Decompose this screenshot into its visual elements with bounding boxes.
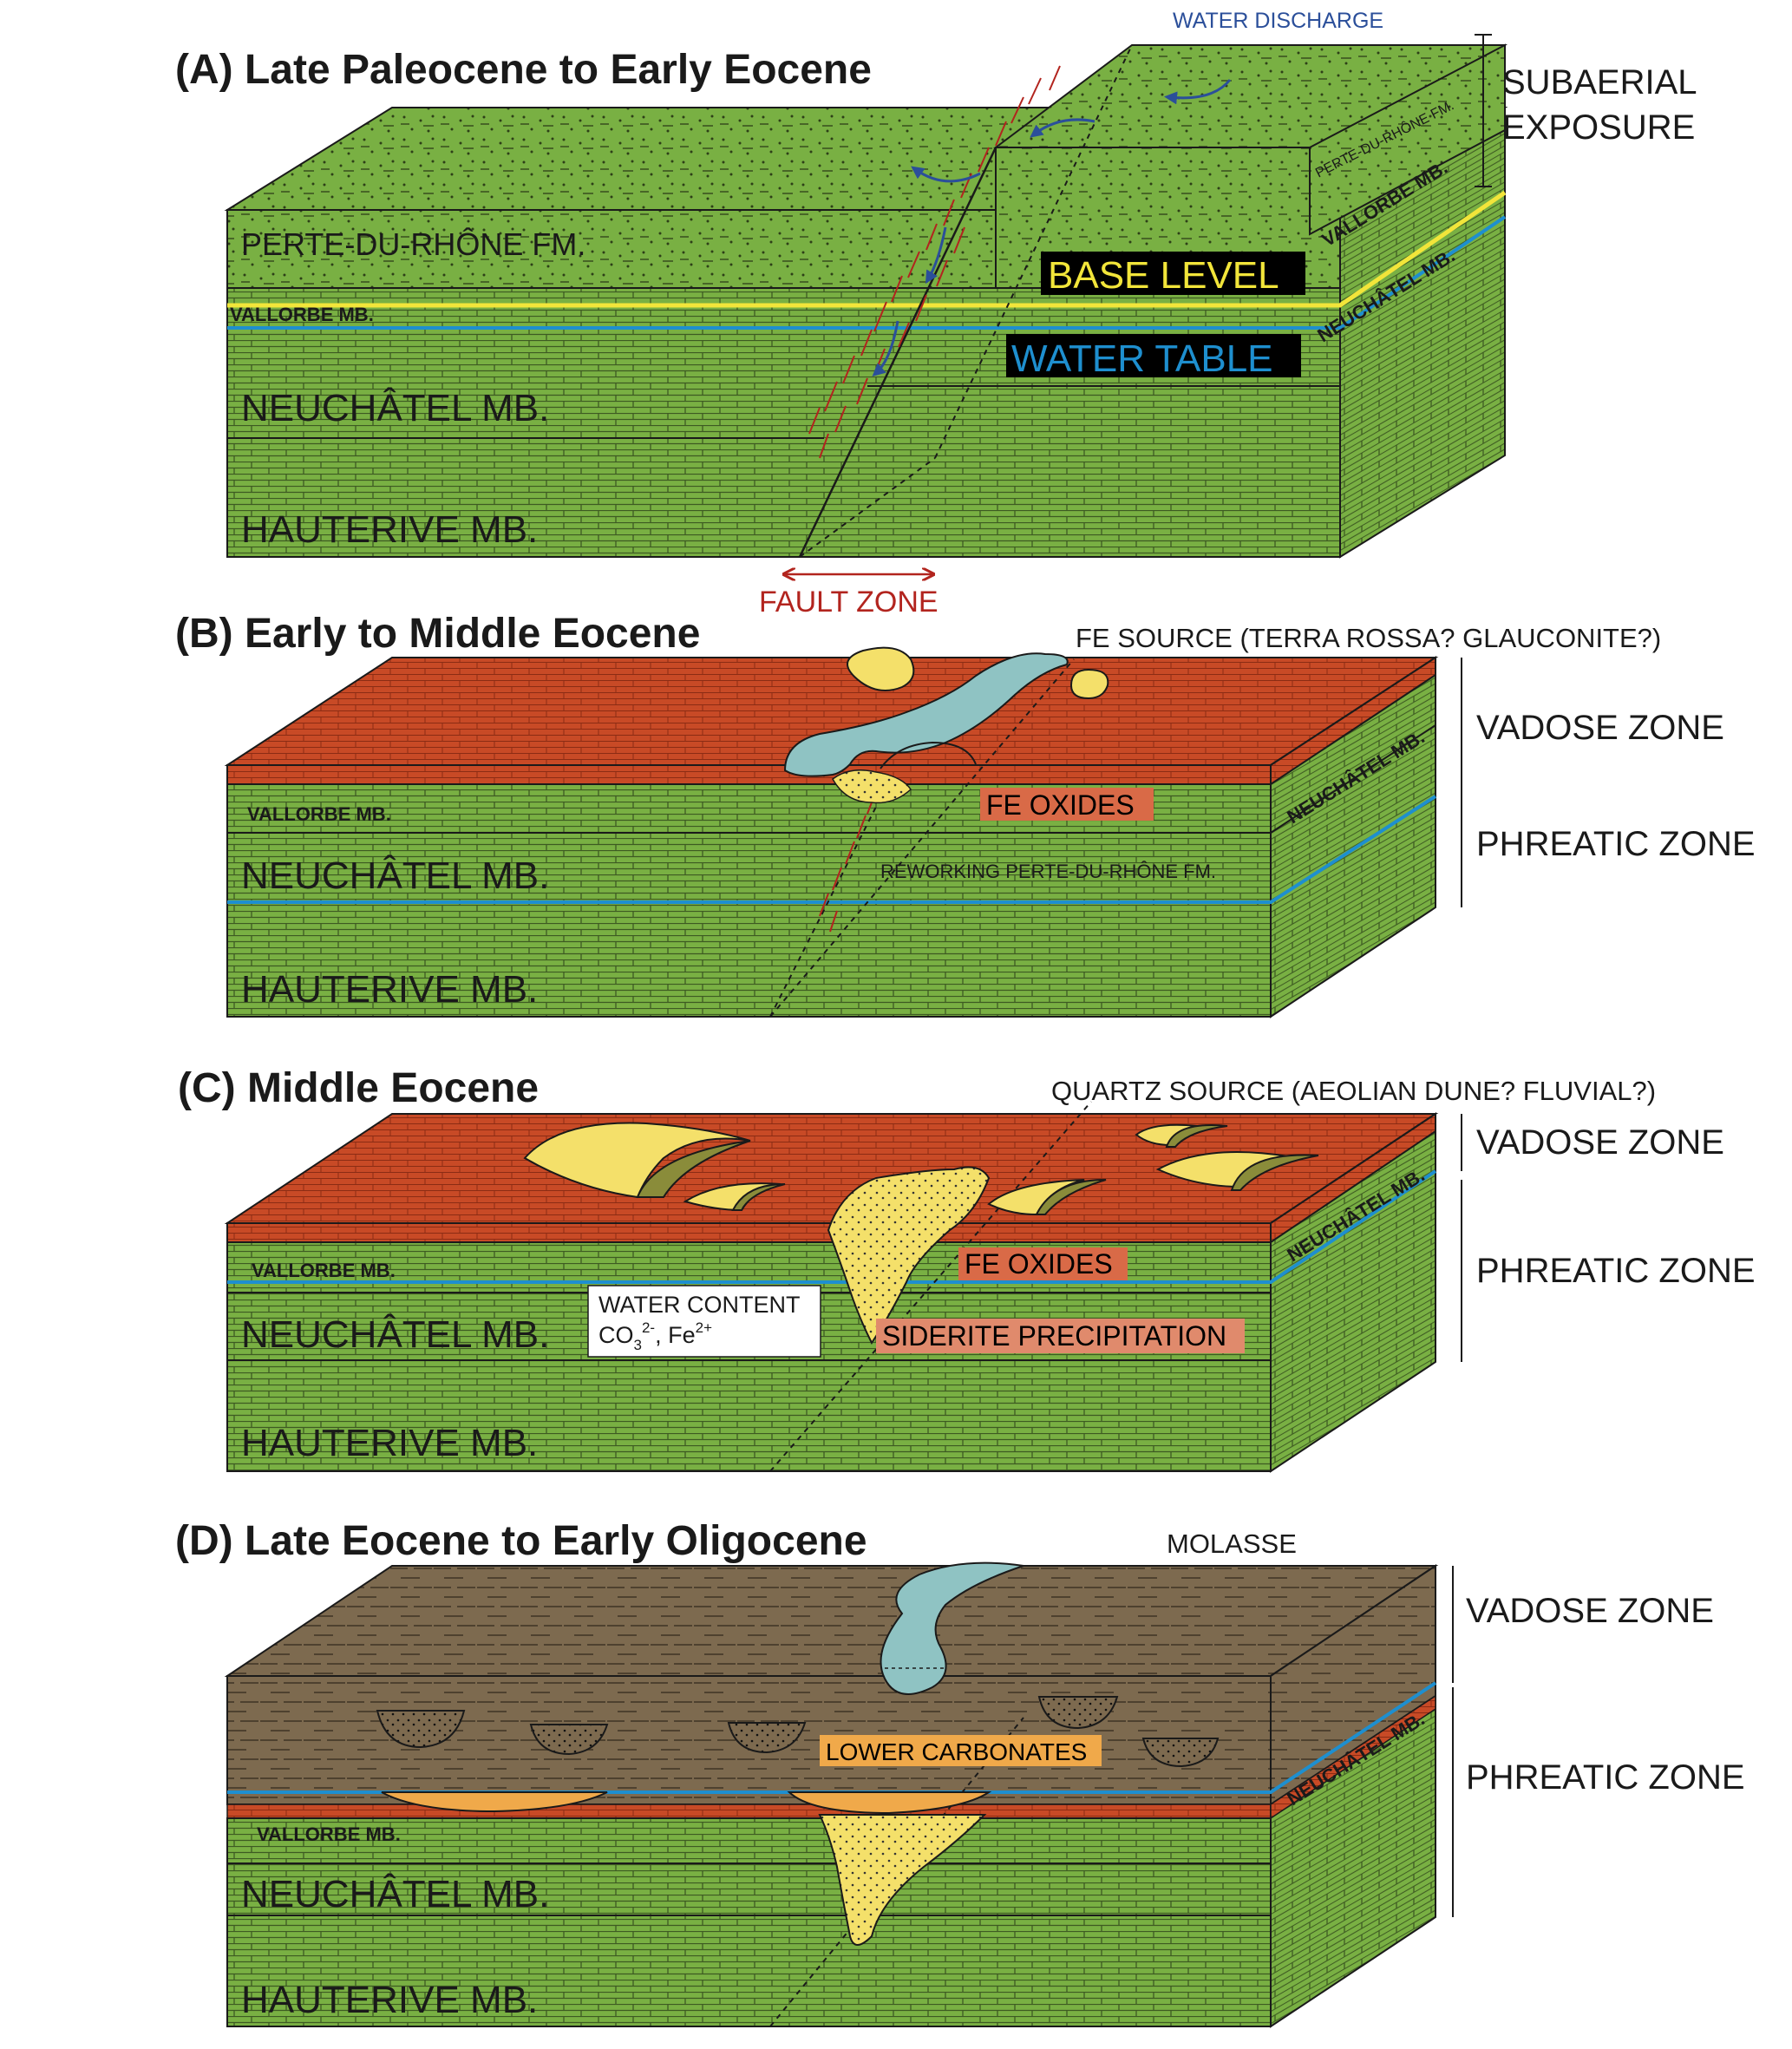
water-discharge-label: WATER DISCHARGE — [1173, 9, 1383, 33]
panel-a-title: (A) Late Paleocene to Early Eocene — [175, 47, 872, 93]
quartz-sand-body — [827, 1166, 991, 1345]
quartz-source-label: QUARTZ SOURCE (AEOLIAN DUNE? FLUVIAL?) — [1051, 1076, 1656, 1106]
fracture-lines-b — [819, 790, 877, 933]
water-table-line-c — [227, 1169, 1437, 1284]
vallorbe-label-c: VALLORBE MB. — [252, 1260, 396, 1281]
vallorbe-label-d: VALLORBE MB. — [257, 1823, 401, 1845]
vallorbe-label-b: VALLORBE MB. — [247, 803, 391, 825]
channel-d — [880, 1561, 1024, 1695]
carbonate-lenses — [376, 1696, 1220, 1815]
vallorbe-label-a: VALLORBE MB. — [230, 304, 374, 325]
fault-plane — [798, 147, 997, 558]
neuchatel-label-a: NEUCHÂTEL MB. — [241, 387, 549, 429]
panel-d-title: (D) Late Eocene to Early Oligocene — [175, 1518, 867, 1564]
perte-du-rhone-label: PERTE-DU-RHÔNE FM. — [241, 226, 585, 262]
fracture-lines-icon — [808, 65, 1061, 459]
water-table-line-b — [227, 795, 1437, 904]
exposure-label: EXPOSURE — [1502, 108, 1695, 147]
quartz-sand-body-d — [818, 1814, 987, 1946]
fe-oxides-label-c: FE OXIDES — [965, 1248, 1113, 1280]
panel-c-title: (C) Middle Eocene — [178, 1065, 539, 1111]
dunes — [523, 1122, 1319, 1216]
lower-carbonates-label: LOWER CARBONATES — [826, 1738, 1087, 1765]
base-level-line — [227, 190, 1507, 308]
fe-oxides-label-b: FE OXIDES — [986, 789, 1135, 821]
vadose-label-c: VADOSE ZONE — [1476, 1123, 1724, 1162]
channel-b — [783, 652, 1069, 777]
water-table-line — [227, 215, 1507, 330]
hauterive-label-a: HAUTERIVE MB. — [241, 508, 538, 551]
siderite-label: SIDERITE PRECIPITATION — [882, 1320, 1226, 1352]
neuchatel-label-d: NEUCHÂTEL MB. — [241, 1873, 549, 1915]
panel-d-top-face — [224, 1565, 1439, 1677]
base-level-label: BASE LEVEL — [1048, 254, 1279, 297]
phreatic-label-d: PHREATIC ZONE — [1466, 1758, 1745, 1797]
vadose-label-b: VADOSE ZONE — [1476, 709, 1724, 747]
flow-arrow-icon — [872, 79, 1232, 376]
reworking-label: REWORKING PERTE-DU-RHÔNE FM. — [880, 861, 1216, 882]
phreatic-label-c: PHREATIC ZONE — [1476, 1252, 1756, 1290]
panel-a: (A) Late Paleocene to Early Eocene WATER… — [175, 9, 1697, 619]
neuchatel-label-c: NEUCHÂTEL MB. — [241, 1313, 549, 1356]
subaerial-label: SUBAERIAL — [1502, 63, 1697, 101]
phreatic-label-b: PHREATIC ZONE — [1476, 825, 1756, 863]
molasse-label: MOLASSE — [1167, 1529, 1297, 1559]
neuchatel-label-b: NEUCHÂTEL MB. — [241, 854, 549, 897]
hauterive-label-c: HAUTERIVE MB. — [241, 1422, 538, 1464]
panel-c: (C) Middle Eocene QUARTZ SOURCE (AEOLIAN… — [178, 1065, 1756, 1473]
panel-b-title: (B) Early to Middle Eocene — [175, 611, 700, 657]
fe-blob-right — [1069, 668, 1109, 700]
fe-blob-left — [847, 646, 915, 691]
fe-source-label: FE SOURCE (TERRA ROSSA? GLAUCONITE?) — [1076, 623, 1661, 653]
hauterive-label-d: HAUTERIVE MB. — [241, 1979, 538, 2021]
ion-formula: CO32-, Fe2+ — [598, 1319, 712, 1353]
panel-b: (B) Early to Middle Eocene FE SOURCE (TE… — [175, 611, 1756, 1018]
panel-d: (D) Late Eocene to Early Oligocene MOLAS… — [175, 1518, 1745, 2028]
hauterive-label-b: HAUTERIVE MB. — [241, 968, 538, 1011]
vadose-label-d: VADOSE ZONE — [1466, 1592, 1714, 1630]
fault-zone-label: FAULT ZONE — [759, 586, 939, 619]
water-table-label: WATER TABLE — [1011, 337, 1273, 380]
water-content-label: WATER CONTENT — [598, 1292, 800, 1318]
